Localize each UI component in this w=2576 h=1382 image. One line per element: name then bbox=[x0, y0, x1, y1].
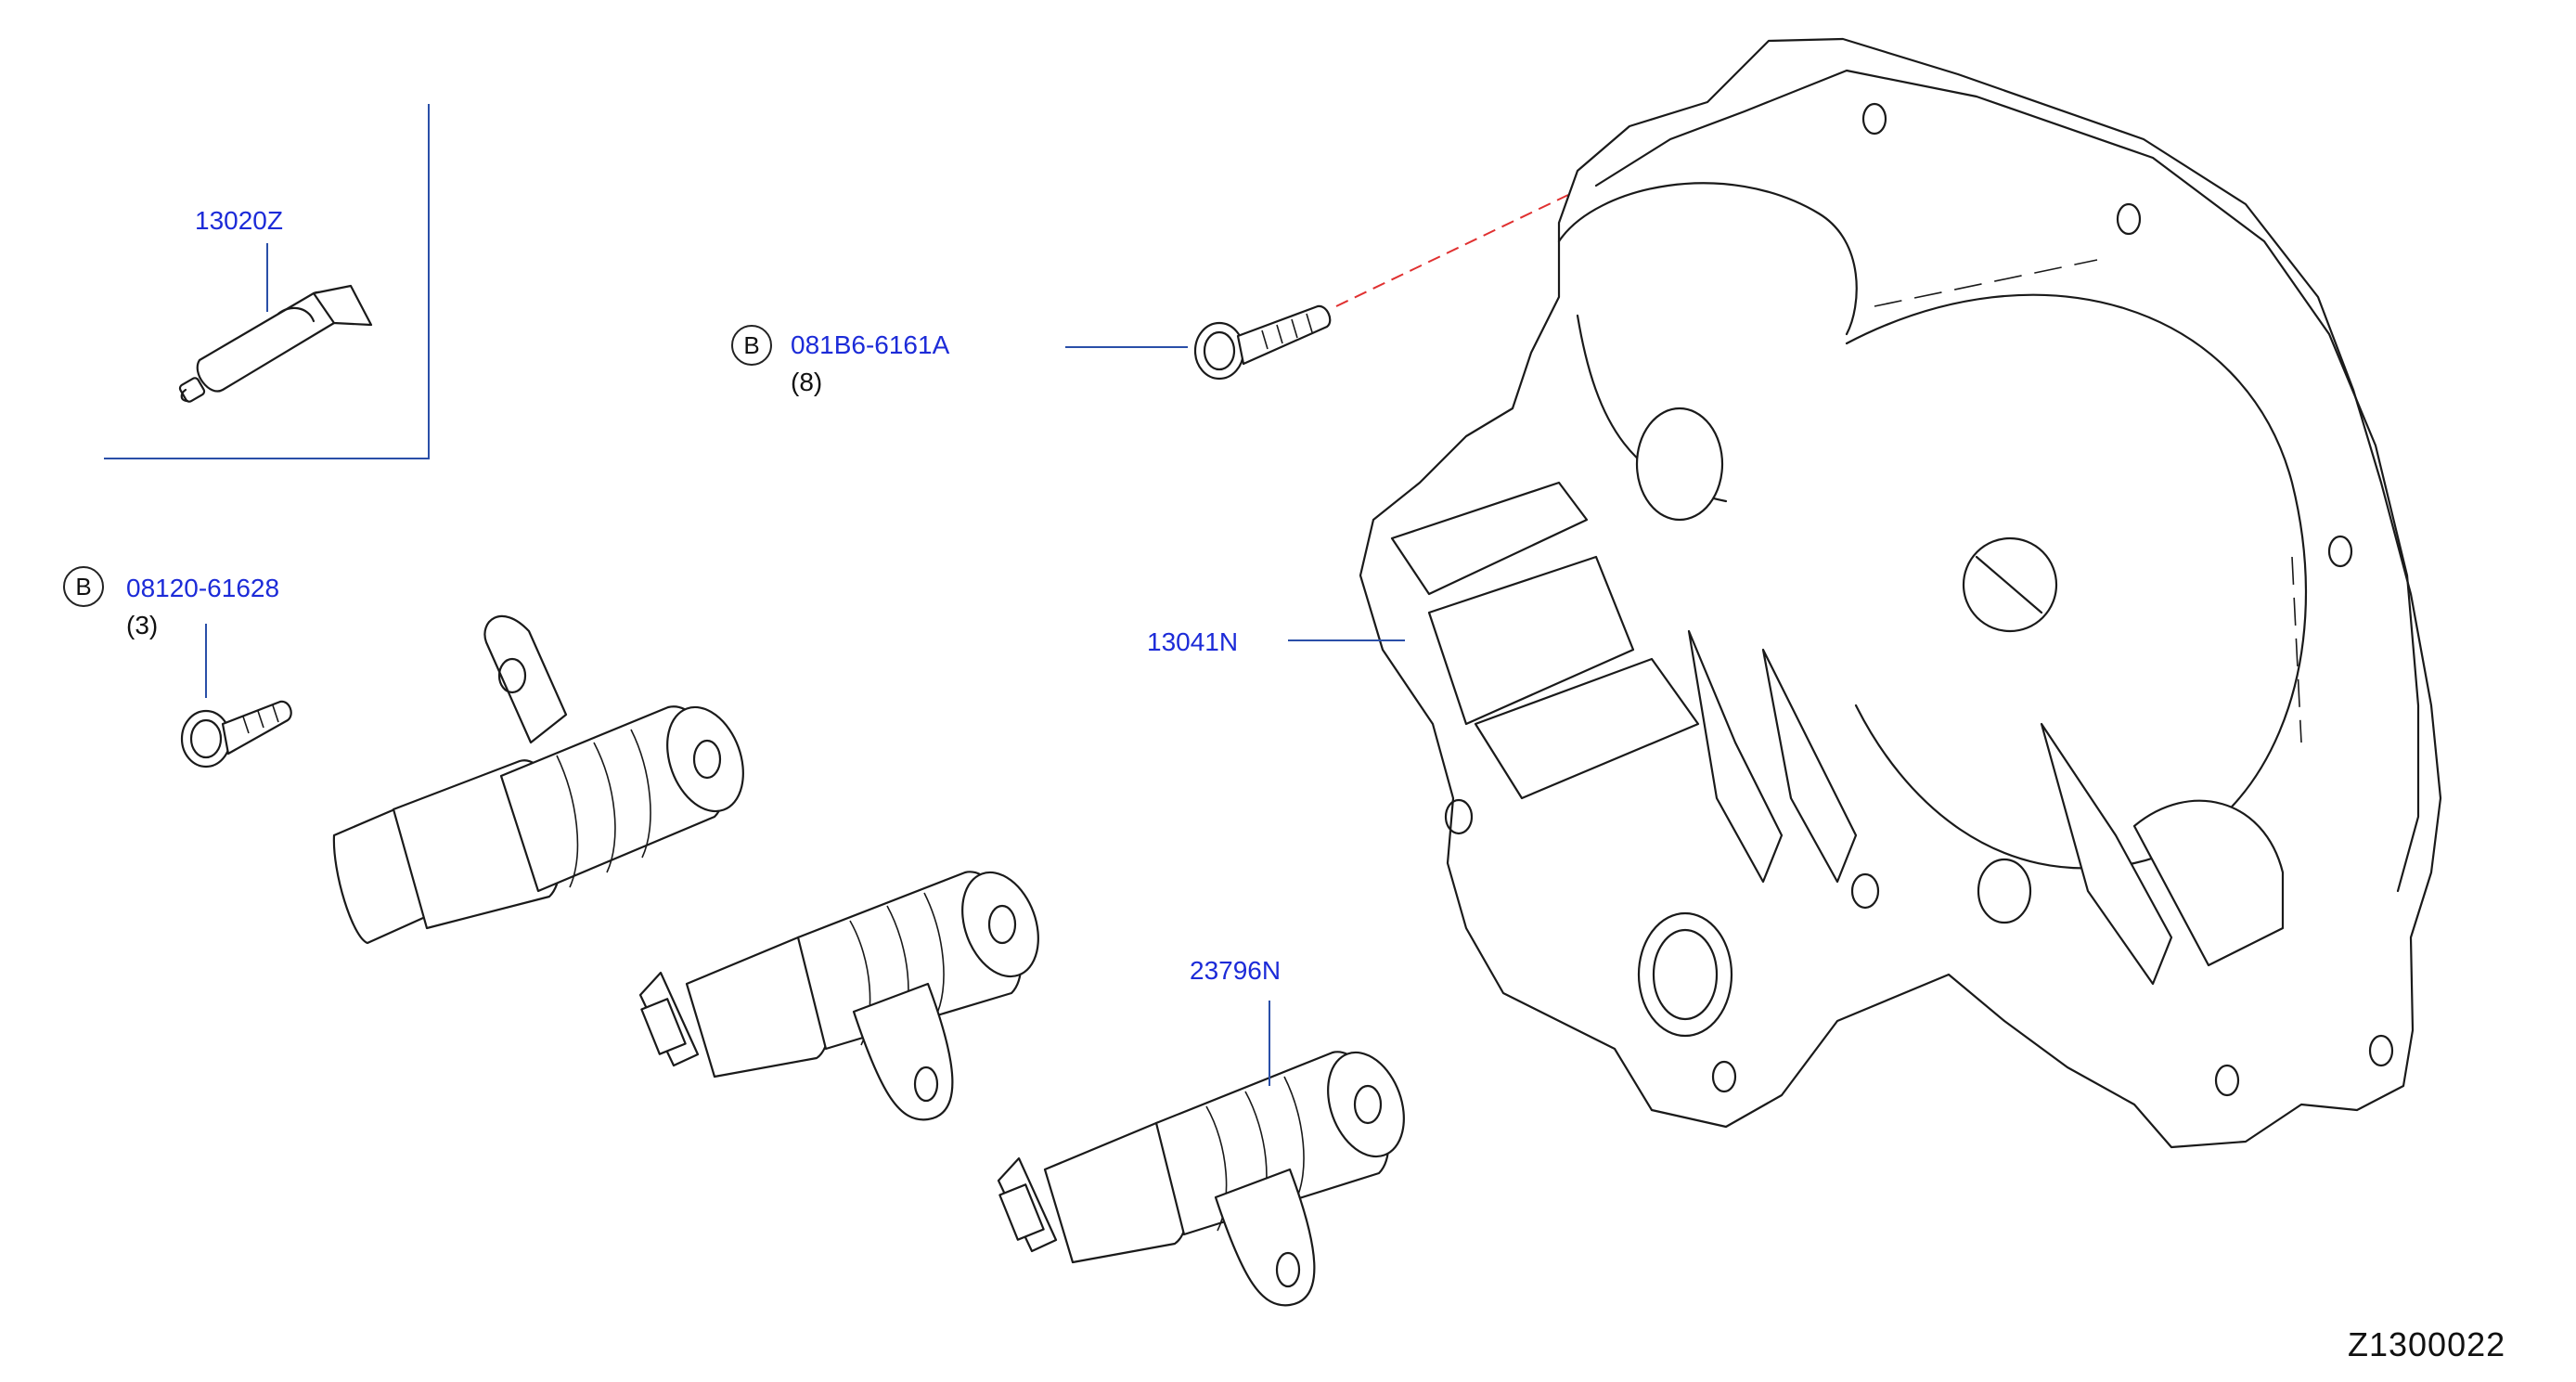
assembly-guide-line bbox=[1335, 194, 1569, 307]
timing-cover-icon bbox=[1288, 37, 2442, 1149]
flange-bolt-icon-upper bbox=[1065, 304, 1332, 381]
solenoid-valve-icon-1 bbox=[332, 614, 744, 945]
quantity-bolt-upper: (8) bbox=[791, 368, 823, 396]
part-number-bolt-lower[interactable]: 08120-61628 bbox=[126, 574, 280, 602]
part-number-cover[interactable]: 13041N bbox=[1147, 627, 1239, 656]
sealant-tube-icon bbox=[178, 243, 373, 403]
part-number-bolt-upper[interactable]: 081B6-6161A bbox=[791, 330, 950, 359]
ref-circle-b-lower: B bbox=[63, 566, 104, 607]
solenoid-valve-icon-3 bbox=[997, 1001, 1405, 1307]
diagram-code: Z1300022 bbox=[2348, 1325, 2506, 1363]
part-number-sealant[interactable]: 13020Z bbox=[195, 206, 283, 235]
quantity-bolt-lower: (3) bbox=[126, 611, 159, 639]
sealant-inset-frame bbox=[104, 104, 430, 459]
solenoid-valve-icon-2 bbox=[638, 871, 1039, 1121]
ref-circle-b-upper: B bbox=[731, 325, 772, 366]
part-number-solenoid[interactable]: 23796N bbox=[1190, 956, 1282, 985]
flange-bolt-icon-lower bbox=[180, 624, 292, 768]
